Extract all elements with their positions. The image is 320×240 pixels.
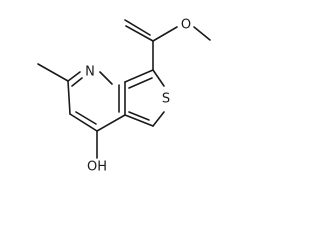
sulfur-atom-label: S	[162, 92, 170, 107]
bond-c2-methyl	[37, 63, 69, 82]
bond-carbonyl-ester-o	[152, 26, 178, 42]
bond-c5-c4a-double	[128, 111, 150, 121]
ester-oxygen-atom-label: O	[181, 18, 191, 33]
bond-c5-c4a	[124, 114, 154, 127]
nitrogen-atom-label: N	[85, 65, 95, 80]
bond-c2-c3	[67, 80, 71, 115]
bond-c7a-c7-double	[128, 77, 153, 89]
hydroxyl-label: OH	[87, 160, 107, 175]
bond-c3-c4-double	[75, 111, 97, 125]
ring-bonds	[67, 69, 165, 132]
bond-c7-s	[152, 69, 165, 87]
bond-carbonyl-o-double	[124, 19, 151, 36]
substituent-bonds	[37, 19, 211, 159]
bond-carbonyl-o	[125, 25, 154, 42]
bond-ester-o-methyl	[193, 26, 211, 41]
bond-c3-c4	[69, 113, 98, 132]
chemical-structure: N S O OH	[37, 18, 211, 175]
bond-n-c2-double	[71, 77, 83, 87]
bond-n-c2	[67, 71, 81, 82]
bond-s-c5	[152, 111, 165, 127]
bond-c7a-c7	[124, 69, 154, 83]
bond-c4-c4a	[96, 114, 126, 132]
bond-n-c7a	[99, 71, 113, 85]
